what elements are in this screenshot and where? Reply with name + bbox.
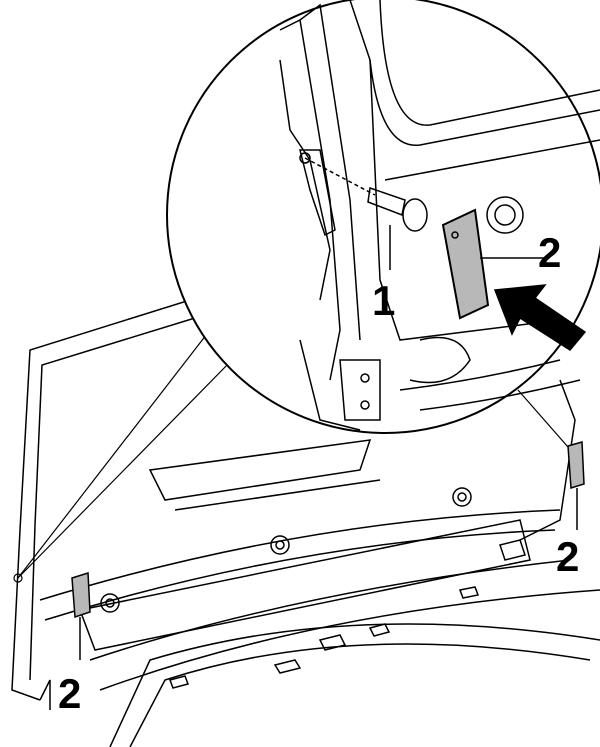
- screw: [299, 152, 428, 270]
- tailgate-frame: [11, 299, 600, 747]
- direction-arrow: [493, 284, 587, 351]
- detail-leader-lines: [13, 329, 576, 583]
- trim-piece-detail: [441, 208, 545, 320]
- callout-2-left: 2: [58, 670, 82, 717]
- callout-2-detail: 2: [538, 229, 562, 276]
- trim-piece-left: [71, 571, 91, 660]
- callout-2-right: 2: [556, 533, 580, 580]
- callout-1-screw: 1: [372, 277, 396, 324]
- trim-piece-right: [567, 441, 585, 530]
- detail-magnified-view: [166, 0, 600, 434]
